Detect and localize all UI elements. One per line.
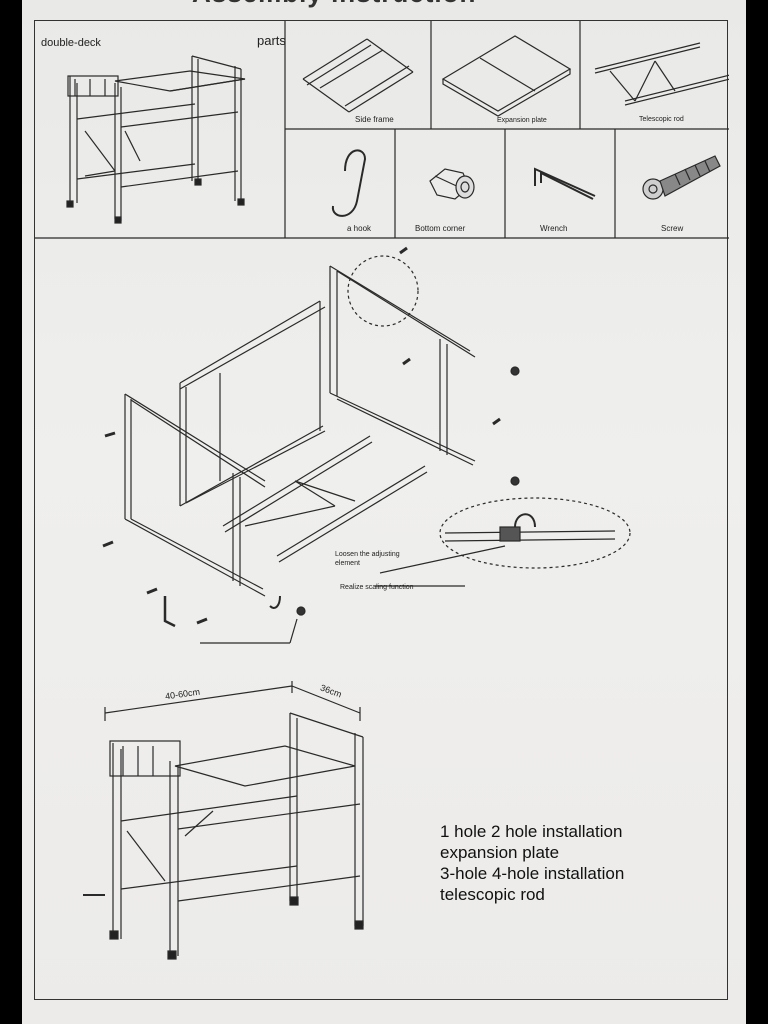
- part-label-screw: Screw: [661, 224, 684, 233]
- part-label-bottom-corner: Bottom corner: [415, 224, 466, 233]
- header-grid: [35, 21, 729, 239]
- part-label-side-frame: Side frame: [355, 115, 394, 124]
- side-frame-icon: [302, 38, 414, 113]
- assembled-rack-drawing: [83, 681, 364, 960]
- part-label-expansion-plate: Expansion plate: [497, 117, 547, 124]
- double-deck-rack-drawing: [66, 55, 246, 224]
- hook-icon: [331, 149, 367, 217]
- bottom-corner-icon: [429, 168, 475, 200]
- part-label-hook: a hook: [347, 224, 372, 233]
- parts-label: parts: [257, 33, 286, 48]
- callout-element: element: [335, 560, 360, 567]
- screw-icon: [642, 155, 721, 200]
- instruction-sheet: Assembly instruction: [22, 0, 746, 1024]
- outer-frame: double-deck parts Side frame Expansion p…: [34, 20, 729, 1000]
- telescopic-rod-icon: [594, 42, 729, 106]
- note-line-1: 1 hole 2 hole installation: [440, 822, 623, 841]
- double-deck-label: double-deck: [41, 37, 101, 49]
- note-line-4: telescopic rod: [440, 885, 545, 904]
- instruction-drawings: [35, 21, 729, 960]
- expansion-plate-icon: [441, 35, 572, 117]
- note-line-2: expansion plate: [440, 843, 560, 862]
- exploded-view-drawing: [102, 246, 631, 644]
- wrench-icon: [534, 167, 596, 200]
- part-label-wrench: Wrench: [540, 224, 568, 233]
- part-label-telescopic-rod: Telescopic rod: [639, 116, 684, 123]
- callout-loosen: Loosen the adjusting: [335, 551, 400, 558]
- callout-scaling: Realize scaling function: [340, 584, 414, 591]
- document-title: Assembly instruction: [192, 0, 476, 9]
- installation-notes: 1 hole 2 hole installation expansion pla…: [440, 821, 624, 905]
- note-line-3: 3-hole 4-hole installation: [440, 864, 625, 883]
